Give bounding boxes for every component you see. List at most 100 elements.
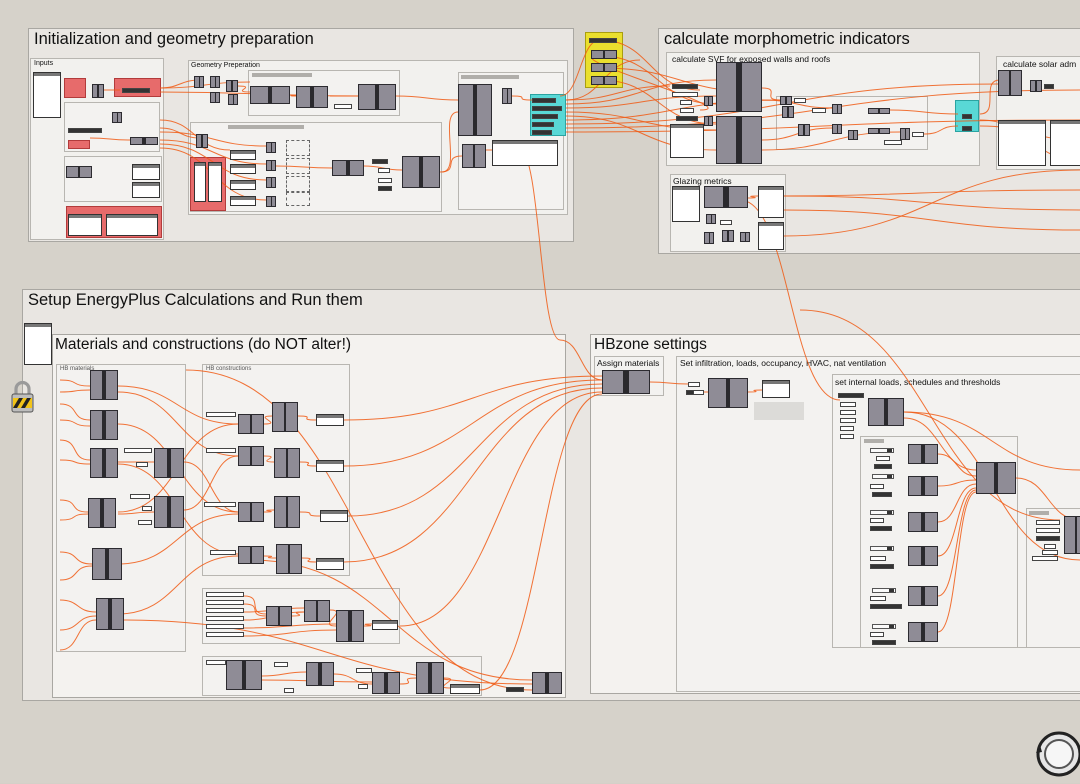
number-slider[interactable] bbox=[870, 448, 894, 453]
component-node[interactable] bbox=[740, 232, 750, 242]
component-node[interactable] bbox=[704, 116, 713, 126]
param-node[interactable] bbox=[378, 168, 390, 173]
param-node[interactable] bbox=[206, 592, 244, 597]
output-panel[interactable] bbox=[106, 214, 158, 236]
component-node[interactable] bbox=[1064, 516, 1080, 554]
component-node[interactable] bbox=[276, 544, 302, 574]
component-node[interactable] bbox=[502, 88, 512, 104]
component-node[interactable] bbox=[908, 512, 938, 532]
component-node[interactable] bbox=[780, 96, 792, 105]
output-panel[interactable] bbox=[132, 164, 160, 180]
param-node[interactable] bbox=[912, 132, 924, 137]
param-node[interactable] bbox=[506, 687, 524, 692]
component-node[interactable] bbox=[250, 86, 290, 104]
param-node[interactable] bbox=[680, 100, 692, 105]
param-node[interactable] bbox=[68, 128, 102, 133]
param-node[interactable] bbox=[532, 130, 552, 135]
param-node[interactable] bbox=[378, 186, 392, 191]
component-node[interactable] bbox=[238, 502, 264, 522]
component-node[interactable] bbox=[226, 660, 262, 690]
component-node[interactable] bbox=[908, 546, 938, 566]
param-node[interactable] bbox=[870, 484, 884, 489]
number-slider[interactable] bbox=[872, 474, 894, 479]
param-node[interactable] bbox=[872, 640, 896, 645]
param-node[interactable] bbox=[672, 84, 698, 89]
param-node[interactable] bbox=[378, 178, 392, 183]
component-node[interactable] bbox=[154, 448, 184, 478]
param-node[interactable] bbox=[840, 434, 854, 439]
component-node[interactable] bbox=[462, 144, 486, 168]
navigation-ring-icon[interactable] bbox=[1034, 729, 1080, 779]
component-node[interactable] bbox=[266, 160, 276, 171]
param-node[interactable] bbox=[138, 520, 152, 525]
component-node[interactable] bbox=[908, 476, 938, 496]
component-node[interactable] bbox=[532, 672, 562, 694]
output-panel[interactable] bbox=[762, 380, 790, 398]
component-node[interactable] bbox=[154, 496, 184, 528]
component-node[interactable] bbox=[228, 94, 238, 105]
output-panel[interactable] bbox=[316, 414, 344, 426]
param-node[interactable] bbox=[720, 220, 732, 225]
component-node[interactable] bbox=[716, 62, 762, 112]
param-node[interactable] bbox=[840, 418, 856, 423]
param-node[interactable] bbox=[870, 604, 902, 609]
param-node[interactable] bbox=[812, 108, 826, 113]
param-node[interactable] bbox=[794, 98, 806, 103]
output-panel[interactable] bbox=[316, 460, 344, 472]
param-node[interactable] bbox=[962, 126, 972, 131]
component-node[interactable] bbox=[591, 76, 617, 85]
component-node[interactable] bbox=[90, 370, 118, 400]
component-node[interactable] bbox=[238, 414, 264, 434]
number-slider[interactable] bbox=[870, 546, 894, 551]
component-node[interactable] bbox=[194, 76, 204, 88]
component-node[interactable] bbox=[332, 160, 364, 176]
param-node[interactable] bbox=[206, 632, 244, 637]
param-node[interactable] bbox=[1044, 544, 1056, 549]
param-node[interactable] bbox=[356, 668, 372, 673]
component-node[interactable] bbox=[782, 106, 794, 118]
component-node[interactable] bbox=[226, 80, 238, 92]
param-node[interactable] bbox=[204, 502, 236, 507]
param-node[interactable] bbox=[589, 38, 617, 43]
component-node[interactable] bbox=[358, 84, 396, 110]
param-node[interactable] bbox=[1036, 520, 1060, 525]
component-node[interactable] bbox=[832, 124, 842, 134]
param-node[interactable] bbox=[206, 600, 244, 605]
component-node[interactable] bbox=[716, 116, 762, 164]
param-node[interactable] bbox=[870, 596, 886, 601]
output-panel[interactable] bbox=[68, 214, 102, 236]
component-node[interactable] bbox=[272, 402, 298, 432]
component-node[interactable] bbox=[708, 378, 748, 408]
param-node[interactable] bbox=[872, 492, 892, 497]
param-node[interactable] bbox=[680, 108, 694, 113]
component-node[interactable] bbox=[266, 196, 276, 207]
output-panel[interactable] bbox=[492, 140, 558, 166]
param-node[interactable] bbox=[840, 426, 854, 431]
number-slider[interactable] bbox=[870, 510, 894, 515]
param-node[interactable] bbox=[838, 393, 864, 398]
param-node[interactable] bbox=[206, 624, 244, 629]
param-node[interactable] bbox=[130, 494, 150, 499]
component-node[interactable] bbox=[210, 92, 220, 103]
param-node[interactable] bbox=[870, 526, 892, 531]
component-node[interactable] bbox=[66, 166, 92, 178]
geometry-panel[interactable] bbox=[230, 164, 256, 174]
param-node[interactable] bbox=[676, 116, 698, 121]
param-node[interactable] bbox=[358, 684, 368, 689]
number-slider[interactable] bbox=[872, 624, 896, 629]
param-node[interactable] bbox=[206, 616, 244, 621]
component-node[interactable] bbox=[336, 610, 364, 642]
param-node[interactable] bbox=[532, 98, 556, 103]
output-panel[interactable] bbox=[1050, 120, 1080, 166]
component-node[interactable] bbox=[868, 128, 890, 134]
component-node[interactable] bbox=[704, 96, 713, 106]
component-node[interactable] bbox=[458, 84, 492, 136]
param-node[interactable] bbox=[1032, 556, 1058, 561]
param-node[interactable] bbox=[1036, 536, 1060, 541]
component-node[interactable] bbox=[832, 104, 842, 114]
component-node[interactable] bbox=[90, 448, 118, 478]
param-node[interactable] bbox=[870, 564, 894, 569]
component-node[interactable] bbox=[868, 398, 904, 426]
output-panel[interactable] bbox=[450, 684, 480, 694]
